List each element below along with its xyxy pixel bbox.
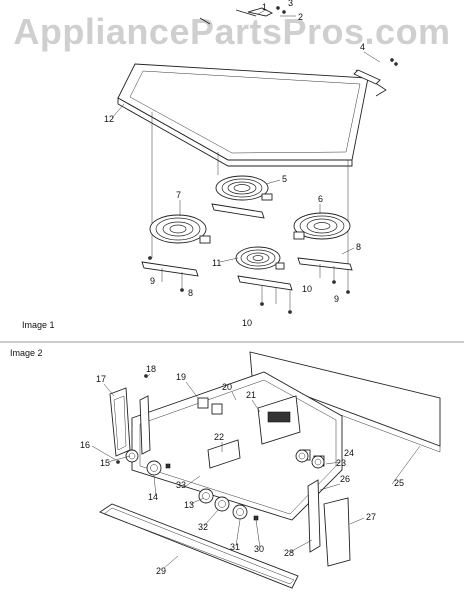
knob <box>146 460 162 476</box>
callout-19: 19 <box>176 372 186 382</box>
callout-20: 20 <box>222 382 232 392</box>
element-bracket <box>211 203 265 219</box>
surface-element-right <box>293 212 351 240</box>
screw <box>390 58 394 62</box>
callout-29: 29 <box>156 566 166 576</box>
knob <box>232 504 248 520</box>
screw <box>394 62 398 66</box>
callout-14: 14 <box>148 492 158 502</box>
callout-10: 10 <box>302 284 312 294</box>
callout-27: 27 <box>366 512 376 522</box>
callout-5: 5 <box>282 174 287 184</box>
element-bracket <box>141 261 199 277</box>
callout-7: 7 <box>176 190 181 200</box>
cooktop-assembly <box>117 6 398 314</box>
screw <box>116 460 120 464</box>
knob <box>125 449 139 463</box>
callout-28: 28 <box>284 548 294 558</box>
section-label-image-1: Image 1 <box>22 320 55 330</box>
callout-26: 26 <box>340 474 350 484</box>
callout-22: 22 <box>214 432 224 442</box>
leaders-image-2 <box>91 373 421 569</box>
callout-11: 11 <box>212 258 221 268</box>
front-trim <box>99 503 299 589</box>
callout-21: 21 <box>246 390 256 400</box>
callout-13: 13 <box>184 500 194 510</box>
cooktop-top <box>117 63 369 161</box>
callouts-image-2: 13 14 15 16 17 18 19 20 21 22 23 24 25 2… <box>80 364 404 576</box>
panel-window <box>207 439 241 469</box>
knob <box>311 455 325 469</box>
clip <box>253 515 259 521</box>
callout-12: 12 <box>104 114 114 124</box>
callout-10b: 10 <box>242 318 252 328</box>
callout-15: 15 <box>100 458 110 468</box>
screw <box>144 374 148 378</box>
callout-9: 9 <box>150 276 155 286</box>
callout-25: 25 <box>394 478 404 488</box>
switch <box>211 403 223 415</box>
surface-element-front <box>235 246 285 270</box>
control-panel-assembly <box>99 351 441 589</box>
callouts-image-1: 1 2 3 4 5 6 7 8 8 9 9 10 10 11 12 <box>104 0 365 328</box>
callout-9b: 9 <box>334 294 339 304</box>
knob <box>214 496 230 512</box>
end-cap-right <box>323 497 351 567</box>
callout-33: 33 <box>176 480 186 490</box>
callout-2: 2 <box>298 12 303 22</box>
callout-16: 16 <box>80 440 90 450</box>
side-trim-right <box>353 69 381 85</box>
callout-32: 32 <box>198 522 208 532</box>
section-label-image-2: Image 2 <box>10 348 43 358</box>
side-bracket <box>307 479 321 553</box>
callout-31: 31 <box>230 542 240 552</box>
callout-4: 4 <box>360 42 365 52</box>
knob <box>198 488 214 504</box>
display-screen <box>267 411 291 423</box>
callout-18: 18 <box>146 364 156 374</box>
screw <box>346 290 350 294</box>
screw <box>180 288 184 292</box>
screw <box>276 6 280 10</box>
clip <box>165 463 171 469</box>
watermark: AppliancePartsPros.com <box>13 11 450 52</box>
side-bracket-left <box>139 395 151 455</box>
screw <box>288 310 292 314</box>
leaders-image-1 <box>111 9 381 263</box>
cooktop-front-edge <box>117 97 353 167</box>
end-cap-left <box>109 387 131 457</box>
callout-24: 24 <box>344 448 354 458</box>
knob <box>295 449 309 463</box>
callout-6: 6 <box>318 194 323 204</box>
screw <box>148 256 152 260</box>
switch <box>197 397 209 409</box>
screw <box>282 10 286 14</box>
callout-8: 8 <box>356 242 361 252</box>
cooktop-top-inner <box>129 70 361 154</box>
callout-30: 30 <box>254 544 264 554</box>
callout-1: 1 <box>262 2 267 12</box>
surface-element-left <box>149 214 211 244</box>
callout-17: 17 <box>96 374 106 384</box>
element-bracket <box>237 275 293 291</box>
callout-23: 23 <box>336 458 346 468</box>
callout-3: 3 <box>288 0 293 8</box>
screw <box>260 302 264 306</box>
callout-8b: 8 <box>188 288 193 298</box>
surface-element-rear <box>215 175 273 201</box>
screw <box>332 280 336 284</box>
element-bracket <box>297 257 353 271</box>
